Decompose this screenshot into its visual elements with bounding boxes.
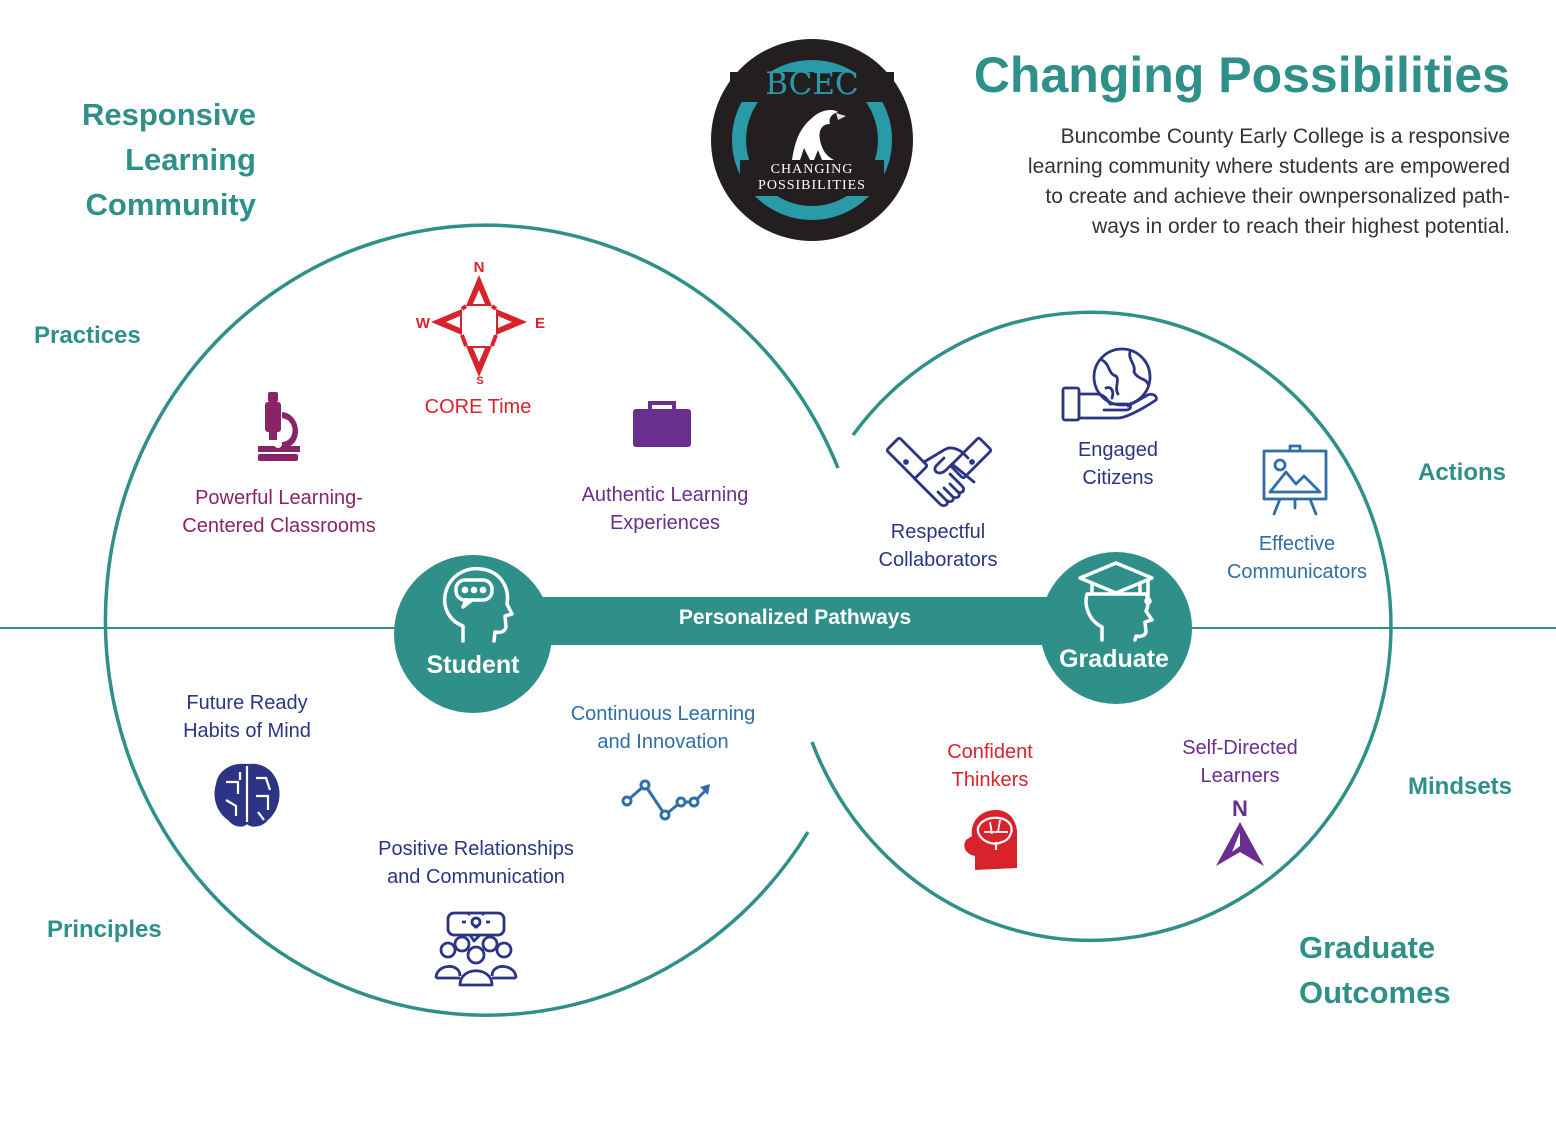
briefcase-icon bbox=[633, 401, 691, 447]
compass-n-letter: N bbox=[474, 259, 485, 276]
label-line: Thinkers bbox=[951, 769, 1029, 791]
eagle-icon bbox=[792, 110, 846, 160]
positive-relationships-label: Positive Relationships and Communication bbox=[348, 835, 604, 891]
description-line: ways in order to reach their highest pot… bbox=[1092, 215, 1510, 238]
right-circle bbox=[810, 310, 1393, 942]
self-directed-label: Self-Directed Learners bbox=[1150, 734, 1330, 790]
left-title-line: Responsive bbox=[81, 97, 256, 132]
right-title-line: Outcomes bbox=[1299, 975, 1451, 1010]
label-line: and Innovation bbox=[597, 731, 729, 753]
logo-motto-line1: Changing bbox=[770, 162, 854, 177]
label-line: Powerful Learning- bbox=[195, 487, 363, 509]
head-graduation-cap-icon bbox=[1078, 561, 1154, 642]
group-idea-icon bbox=[434, 911, 518, 987]
compass-s-letter: S bbox=[476, 375, 483, 387]
north-arrow-icon: N bbox=[1216, 796, 1264, 866]
brain-icon bbox=[214, 763, 280, 827]
label-line: Continuous Learning bbox=[570, 703, 756, 725]
engaged-citizens-label: Engaged Citizens bbox=[1038, 436, 1198, 492]
core-time-label: CORE Time bbox=[424, 396, 532, 418]
label-line: Collaborators bbox=[878, 549, 998, 571]
label-line: Centered Classrooms bbox=[182, 515, 376, 537]
label-line: Self-Directed bbox=[1182, 737, 1298, 759]
student-node bbox=[394, 555, 552, 713]
presentation-easel-icon bbox=[1262, 444, 1328, 516]
label-line: Communicators bbox=[1226, 561, 1368, 583]
graduate-label: Graduate bbox=[1059, 645, 1169, 673]
compass-rose-icon: N E S W bbox=[416, 259, 545, 387]
head-brain-icon bbox=[964, 810, 1018, 870]
continuous-learning-label: Continuous Learning and Innovation bbox=[543, 700, 783, 756]
label-line: Authentic Learning bbox=[581, 484, 749, 506]
principles-label: Principles bbox=[47, 916, 162, 943]
logo-acronym: BCEC bbox=[765, 66, 859, 102]
handshake-icon bbox=[885, 436, 993, 508]
actions-label: Actions bbox=[1418, 459, 1507, 486]
label-line: Confident bbox=[947, 741, 1033, 763]
future-ready-label: Future Ready Habits of Mind bbox=[147, 689, 347, 745]
description-line: learning community where students are em… bbox=[1027, 155, 1510, 178]
head-speech-icon bbox=[442, 566, 514, 643]
label-line: Experiences bbox=[609, 512, 721, 534]
label-line: Future Ready bbox=[186, 692, 308, 714]
label-line: Respectful bbox=[890, 521, 986, 543]
page-title: Changing Possibilities bbox=[973, 47, 1510, 103]
confident-thinkers-label: Confident Thinkers bbox=[910, 738, 1070, 794]
description-line: Buncombe County Early College is a respo… bbox=[1060, 125, 1510, 148]
student-label: Student bbox=[426, 651, 520, 679]
left-circle bbox=[103, 223, 840, 1017]
logo-motto-line2: Possibilities bbox=[758, 178, 866, 193]
label-line: Engaged bbox=[1077, 439, 1159, 461]
north-letter: N bbox=[1232, 796, 1248, 821]
left-title-line: Learning bbox=[125, 142, 256, 177]
pathway-bar bbox=[530, 597, 1070, 645]
trend-line-icon bbox=[621, 779, 710, 821]
effective-communicators-label: Effective Communicators bbox=[1197, 530, 1397, 586]
respectful-collaborators-label: Respectful Collaborators bbox=[848, 518, 1028, 574]
label-line: and Communication bbox=[387, 866, 565, 888]
label-line: Positive Relationships bbox=[378, 838, 574, 860]
globe-in-hand-icon bbox=[1061, 347, 1158, 422]
description-line: to create and achieve their ownpersonali… bbox=[1045, 185, 1510, 208]
authentic-learning-label: Authentic Learning Experiences bbox=[545, 481, 785, 537]
mindsets-label: Mindsets bbox=[1408, 773, 1513, 800]
left-section-title: Responsive Learning Community bbox=[30, 92, 256, 227]
left-title-line: Community bbox=[85, 187, 257, 222]
powerful-learning-label: Powerful Learning- Centered Classrooms bbox=[150, 484, 408, 540]
pathway-label: Personalized Pathways bbox=[678, 606, 912, 629]
compass-e-letter: E bbox=[535, 315, 545, 332]
label-line: Learners bbox=[1200, 765, 1280, 787]
compass-w-letter: W bbox=[416, 315, 431, 332]
right-section-title: Graduate Outcomes bbox=[1299, 925, 1539, 1015]
label-line: Habits of Mind bbox=[183, 720, 311, 742]
label-line: Citizens bbox=[1082, 467, 1154, 489]
right-title-line: Graduate bbox=[1299, 930, 1436, 965]
graduate-node bbox=[1040, 552, 1192, 704]
header-description: Buncombe County Early College is a respo… bbox=[910, 122, 1510, 242]
label-line: Effective bbox=[1258, 533, 1336, 555]
microscope-icon bbox=[258, 392, 300, 461]
bcec-logo bbox=[711, 39, 913, 241]
practices-label: Practices bbox=[34, 322, 141, 349]
